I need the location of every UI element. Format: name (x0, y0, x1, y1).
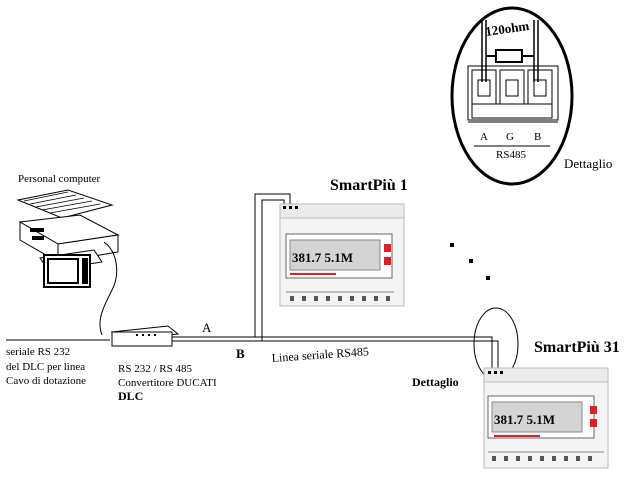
meter1-display: 381.7 5.1M (292, 250, 353, 265)
meter31-display: 381.7 5.1M (494, 412, 555, 427)
personal-computer-icon (16, 189, 120, 336)
terminal-b-label: B (534, 131, 541, 143)
continuation-dots (450, 243, 490, 280)
personal-computer-label: Personal computer (18, 173, 101, 185)
dlc-label: DLC (118, 389, 143, 403)
rs485-wires (172, 193, 499, 368)
detail-label-bottom: Dettaglio (412, 375, 459, 389)
converter-label-line2: RS 232 / RS 485 (118, 363, 192, 375)
smartpiu-31-meter: 381.7 5.1M (483, 367, 609, 469)
cable-label-line1: Cavo di dotazione (6, 375, 86, 387)
cable-label-line3: seriale RS 232 (6, 346, 70, 358)
smartpiu-1-meter: 381.7 5.1M (279, 203, 405, 307)
detail-label-top: Dettaglio (564, 156, 612, 171)
meter31-title: SmartPiù 31 (534, 339, 620, 356)
resistor-label: 120ohm (484, 18, 530, 39)
terminal-g-label: G (506, 131, 514, 143)
wire-a-label: A (202, 320, 212, 335)
wire-b-label: B (236, 346, 245, 361)
rs232-rs485-converter (110, 325, 180, 347)
rs485-line-label: Linea seriale RS485 (271, 344, 369, 365)
converter-label-line1: Convertitore DUCATI (118, 377, 217, 389)
cable-label-line2: del DLC per linea (6, 361, 85, 373)
terminal-caption: RS485 (496, 149, 526, 161)
terminal-detail: 120ohm A G B RS485 (450, 6, 574, 186)
terminal-a-label: A (480, 131, 488, 143)
meter1-title: SmartPiù 1 (330, 177, 408, 194)
